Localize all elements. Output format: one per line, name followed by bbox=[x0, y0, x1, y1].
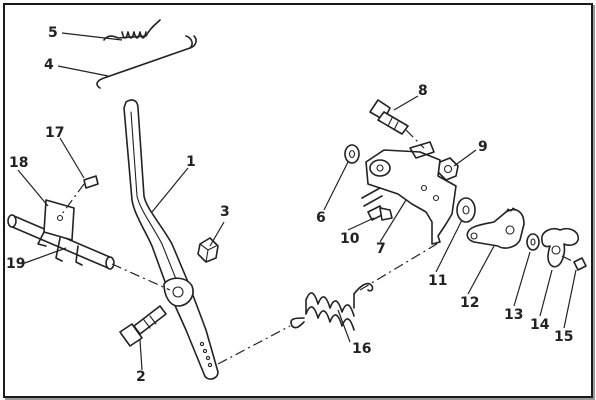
part-12-cam-plate bbox=[466, 207, 525, 249]
label-part-2: 2 bbox=[136, 369, 146, 385]
part-4-wire-rod bbox=[96, 35, 197, 89]
part-1-lever bbox=[123, 99, 219, 380]
label-part-10: 10 bbox=[340, 231, 360, 247]
part-10-screw bbox=[367, 205, 393, 221]
label-part-9: 9 bbox=[478, 139, 488, 155]
label-part-14: 14 bbox=[530, 317, 550, 333]
label-part-13: 13 bbox=[504, 307, 524, 323]
label-part-19: 19 bbox=[6, 256, 26, 272]
label-part-15: 15 bbox=[554, 329, 574, 345]
part-16-large-spring bbox=[290, 282, 374, 331]
part-14-wing-nut bbox=[541, 227, 580, 268]
part-8-bolt bbox=[369, 99, 425, 149]
leader-lines bbox=[17, 32, 577, 371]
label-part-16: 16 bbox=[352, 341, 372, 357]
part-11-washer bbox=[456, 197, 476, 223]
part-18-bracket bbox=[37, 199, 75, 247]
part-17-screw bbox=[61, 175, 99, 215]
part-6-washer bbox=[344, 144, 360, 164]
diagram-frame bbox=[3, 3, 593, 398]
part-7-bracket bbox=[361, 141, 457, 245]
label-part-18: 18 bbox=[9, 155, 29, 171]
label-part-17: 17 bbox=[45, 125, 65, 141]
label-part-3: 3 bbox=[220, 204, 230, 220]
label-part-5: 5 bbox=[48, 25, 58, 41]
part-15-pin bbox=[561, 255, 587, 271]
part-5-small-spring bbox=[103, 19, 161, 41]
label-part-4: 4 bbox=[44, 57, 54, 73]
part-3-block bbox=[197, 237, 219, 263]
centerline-spring-to-plate bbox=[359, 241, 441, 291]
centerline-lever-to-spring bbox=[217, 325, 291, 365]
label-part-11: 11 bbox=[428, 273, 448, 289]
label-part-8: 8 bbox=[418, 83, 428, 99]
label-part-7: 7 bbox=[376, 241, 386, 257]
part-2-bolt bbox=[119, 305, 167, 347]
label-part-1: 1 bbox=[186, 154, 196, 170]
label-part-6: 6 bbox=[316, 210, 326, 226]
label-part-12: 12 bbox=[460, 295, 480, 311]
part-13-washer bbox=[526, 233, 540, 251]
part-19-shaft bbox=[7, 214, 115, 270]
part-9-nut bbox=[437, 157, 459, 181]
